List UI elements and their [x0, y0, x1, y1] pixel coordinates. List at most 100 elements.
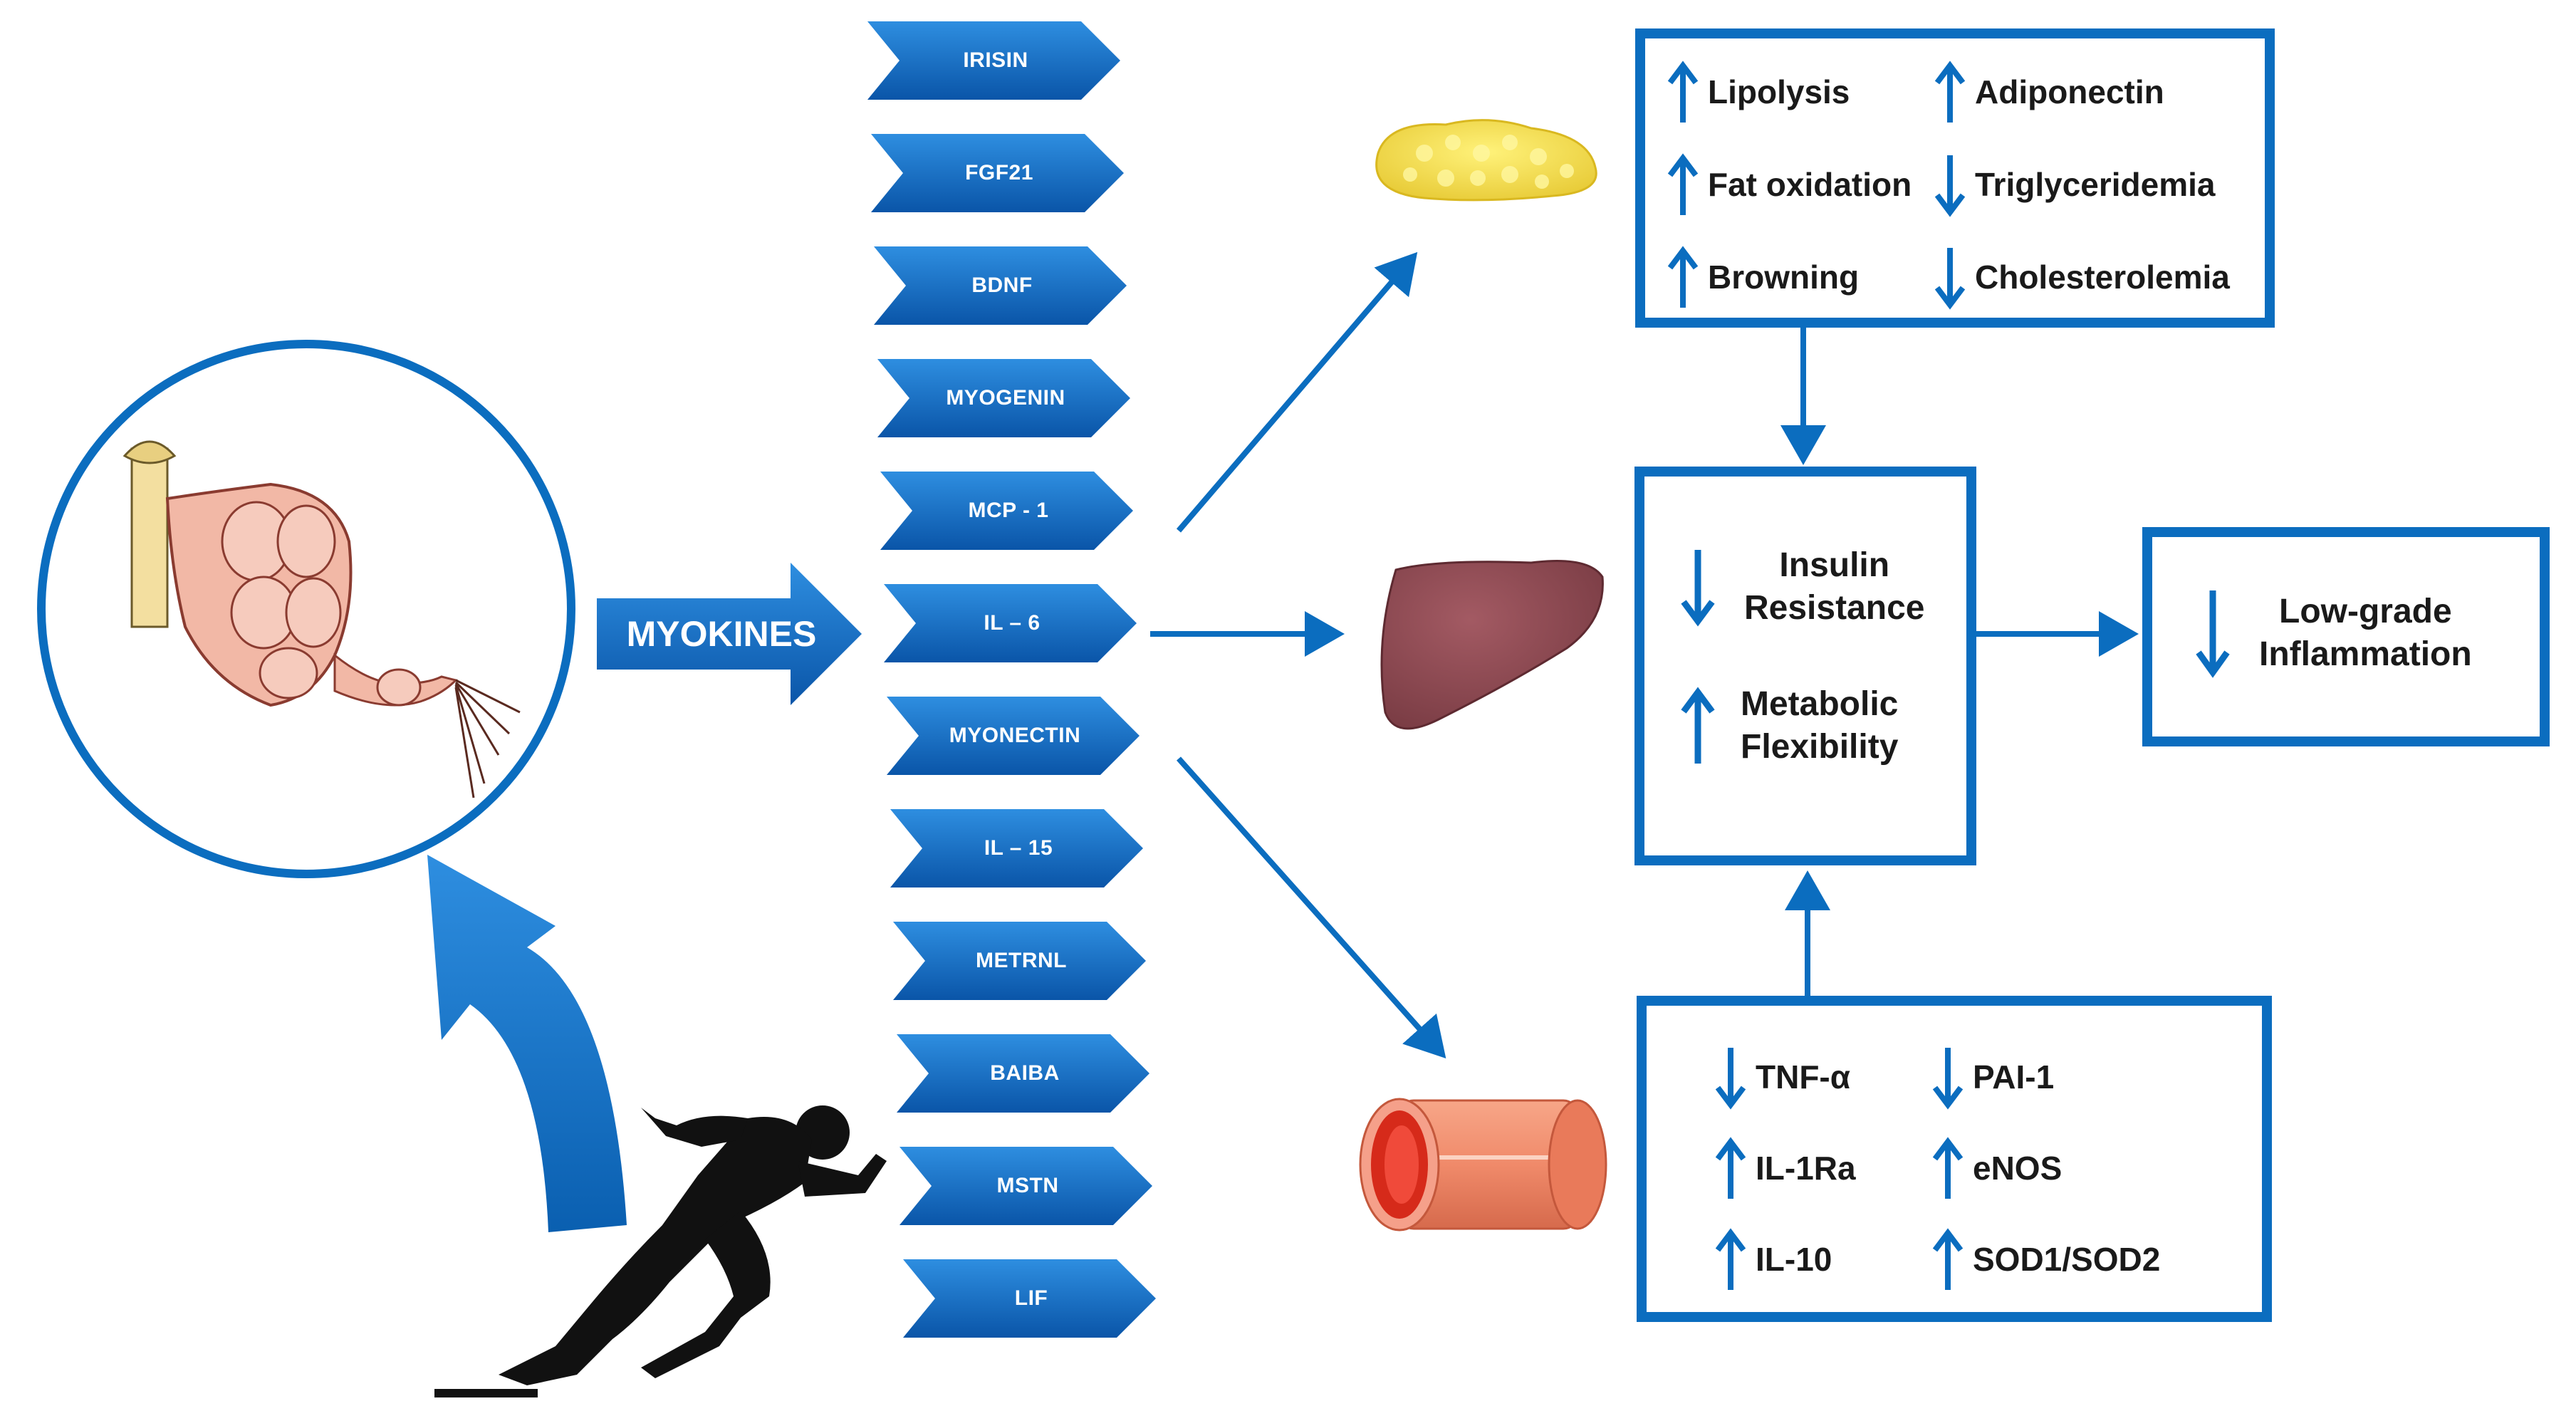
- arrow-down-icon: [1715, 1048, 1746, 1110]
- low-grade-label: Low-grade: [2279, 593, 2452, 630]
- myokine-label: IL – 6: [984, 611, 1041, 635]
- arrow-up-icon: [1715, 1137, 1746, 1199]
- effect-item: IL-1Ra: [1714, 1136, 1856, 1202]
- arrow-down-icon: [1681, 549, 1715, 627]
- effect-label: IL-10: [1756, 1241, 1832, 1279]
- myokine-label: METRNL: [976, 949, 1067, 972]
- insulin-label: Insulin: [1779, 546, 1890, 584]
- myokine-chevron: LIF: [903, 1259, 1159, 1338]
- adipose-tissue-icon: [1375, 119, 1597, 202]
- inflammation-label: Inflammation: [2259, 635, 2472, 673]
- chevron-shape: [877, 359, 1130, 437]
- myokine-chevron: IRISIN: [867, 21, 1124, 100]
- arrow-down-icon: [1932, 1048, 1964, 1110]
- effect-item: Browning: [1667, 245, 1859, 311]
- effect-item: Triglyceridemia: [1934, 152, 2216, 218]
- effect-item: PAI-1: [1931, 1045, 2054, 1110]
- chevron-shape: [867, 21, 1120, 100]
- myokine-chevron: FGF21: [871, 134, 1127, 212]
- effect-item: Adiponectin: [1934, 60, 2164, 125]
- myokine-chevron: MCP - 1: [880, 472, 1137, 550]
- effect-label: TNF-α: [1756, 1058, 1851, 1096]
- effect-label: PAI-1: [1973, 1058, 2055, 1096]
- runner-icon: [434, 1105, 887, 1397]
- myokine-chevron: MYONECTIN: [887, 697, 1143, 775]
- nerve-fibers: [454, 679, 521, 798]
- resistance-label: Resistance: [1744, 589, 1925, 627]
- effect-item: eNOS: [1931, 1136, 2062, 1202]
- arrow-up-icon: [1667, 246, 1699, 308]
- effect-label: Lipolysis: [1708, 73, 1850, 111]
- effect-item: Cholesterolemia: [1934, 245, 2230, 311]
- myokine-label: MSTN: [996, 1174, 1059, 1197]
- effect-item: Lipolysis: [1667, 60, 1850, 125]
- bone-icon: [130, 447, 169, 628]
- muscle-circle-group: [37, 340, 575, 878]
- liver-icon: [1380, 560, 1604, 730]
- chevron-shape: [884, 584, 1137, 662]
- chevron-shape: [893, 922, 1146, 1000]
- chevron-shape: [897, 1034, 1149, 1113]
- effect-label: SOD1/SOD2: [1973, 1241, 2161, 1279]
- arrow-down-icon: [1934, 248, 1966, 310]
- arrow-to-fat: [1176, 251, 1418, 533]
- arrow-up-icon: [1932, 1137, 1964, 1199]
- inflammation-box: Low-grade Inflammation: [2142, 527, 2550, 746]
- arrow-to-vessel: [1177, 756, 1446, 1058]
- arrow-up-icon: [1667, 153, 1699, 215]
- myokine-label: MCP - 1: [968, 499, 1049, 522]
- metabolic-label: Metabolic: [1741, 685, 1899, 723]
- myokine-label: LIF: [1014, 1286, 1048, 1310]
- myokine-label: MYONECTIN: [949, 724, 1081, 747]
- effect-item: IL-10: [1714, 1227, 1832, 1293]
- myokine-label: IRISIN: [963, 48, 1028, 72]
- effect-label: Triglyceridemia: [1975, 166, 2216, 204]
- effect-item: Fat oxidation: [1667, 152, 1912, 218]
- myokines-arrow: MYOKINES: [597, 563, 875, 705]
- myokine-chevron: METRNL: [893, 922, 1149, 1000]
- myokine-chevron: BDNF: [874, 246, 1130, 325]
- effect-item: SOD1/SOD2: [1931, 1227, 2160, 1293]
- effect-item: TNF-α: [1714, 1045, 1850, 1110]
- effect-label: Cholesterolemia: [1975, 259, 2230, 296]
- arrow-up-icon: [1932, 1228, 1964, 1290]
- effect-label: Browning: [1708, 259, 1860, 296]
- effect-label: Fat oxidation: [1708, 166, 1912, 204]
- myokine-label: IL – 15: [984, 836, 1053, 860]
- myokines-label: MYOKINES: [626, 614, 817, 654]
- effect-label: IL-1Ra: [1756, 1150, 1856, 1187]
- arrow-up-icon: [1681, 686, 1715, 764]
- myokine-label: FGF21: [965, 161, 1033, 184]
- myokine-chevron: IL – 6: [884, 584, 1140, 662]
- arrow-down-icon: [1934, 155, 1966, 217]
- insulin-metabolic-box: Insulin Resistance Metabolic Flexibility: [1634, 467, 1976, 865]
- chevron-shape: [871, 134, 1124, 212]
- curved-arrow-icon: [427, 855, 627, 1232]
- chevron-shape: [899, 1147, 1152, 1225]
- myokine-label: MYOGENIN: [946, 386, 1065, 410]
- myokine-chevron: MYOGENIN: [877, 359, 1134, 437]
- effect-label: Adiponectin: [1975, 73, 2164, 111]
- chevron-shape: [874, 246, 1127, 325]
- myokines-arrow-shape: [597, 563, 862, 705]
- insulin-resistance-row: Insulin Resistance: [1680, 544, 1924, 630]
- arrow-up-icon: [1934, 61, 1966, 123]
- blood-vessel-icon: [1359, 1098, 1607, 1232]
- myokine-chevron: MSTN: [899, 1147, 1156, 1225]
- flexibility-label: Flexibility: [1741, 728, 1899, 766]
- myokine-chevron: BAIBA: [897, 1034, 1153, 1113]
- chevron-shape: [903, 1259, 1156, 1338]
- arrow-down-icon: [2196, 590, 2230, 678]
- myokine-label: BAIBA: [990, 1061, 1060, 1085]
- metabolic-flexibility-row: Metabolic Flexibility: [1680, 683, 1898, 769]
- chevron-shape: [880, 472, 1133, 550]
- myokine-chevron: IL – 15: [890, 809, 1147, 887]
- chevron-shape: [887, 697, 1140, 775]
- chevron-shape: [890, 809, 1143, 887]
- arrow-up-icon: [1667, 61, 1699, 123]
- effect-label: eNOS: [1973, 1150, 2063, 1187]
